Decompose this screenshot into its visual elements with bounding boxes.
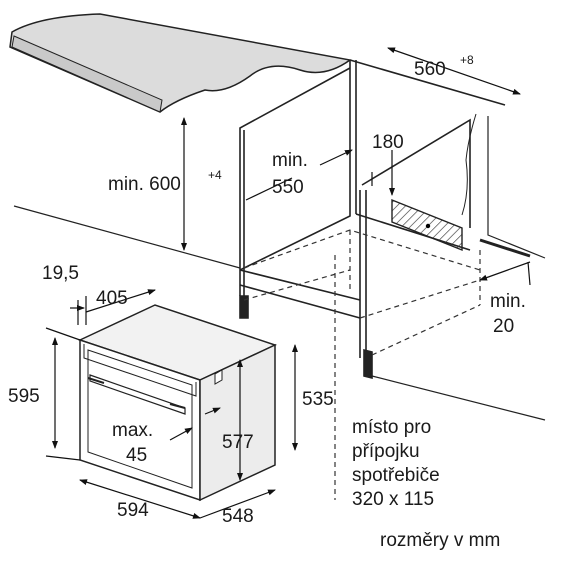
handle-label-2: 45 — [126, 445, 147, 466]
side-gap-label-2: 20 — [493, 316, 514, 337]
connection-note-line-4: 320 x 115 — [352, 489, 434, 510]
cabinet-frame — [13, 59, 546, 421]
connection-note-line-3: spotřebiče — [352, 465, 440, 486]
connection-note-line-2: přípojku — [352, 441, 420, 462]
body-height-label: 535 — [302, 389, 334, 410]
dashed-outline — [243, 229, 481, 500]
units-note: rozměry v mm — [380, 530, 500, 551]
oven-height-label: 595 — [8, 386, 40, 407]
inner-depth-label-1: min. — [272, 150, 308, 171]
handle-label-1: max. — [112, 420, 153, 441]
oven-depth-label: 548 — [222, 506, 254, 527]
connection-note-line-1: místo pro — [352, 417, 431, 438]
cabinet-width-tolerance: +8 — [460, 53, 474, 67]
cabinet-height-tolerance: +4 — [208, 168, 222, 182]
oven — [77, 304, 278, 502]
connection-dot — [425, 223, 431, 229]
cabinet-height-label: min. 600 — [108, 174, 181, 195]
inner-height-label: 577 — [222, 432, 254, 453]
worktop — [9, 13, 352, 113]
cabinet-width-label: 560 — [414, 59, 446, 80]
vent-depth-label: 180 — [372, 132, 404, 153]
side-gap-label-1: min. — [490, 291, 526, 312]
front-offset-label: 19,5 — [42, 263, 79, 284]
oven-width-label: 594 — [117, 500, 149, 521]
dimension-lines — [45, 47, 531, 519]
top-depth-label: 405 — [96, 288, 128, 309]
inner-depth-label-2: 550 — [272, 177, 304, 198]
